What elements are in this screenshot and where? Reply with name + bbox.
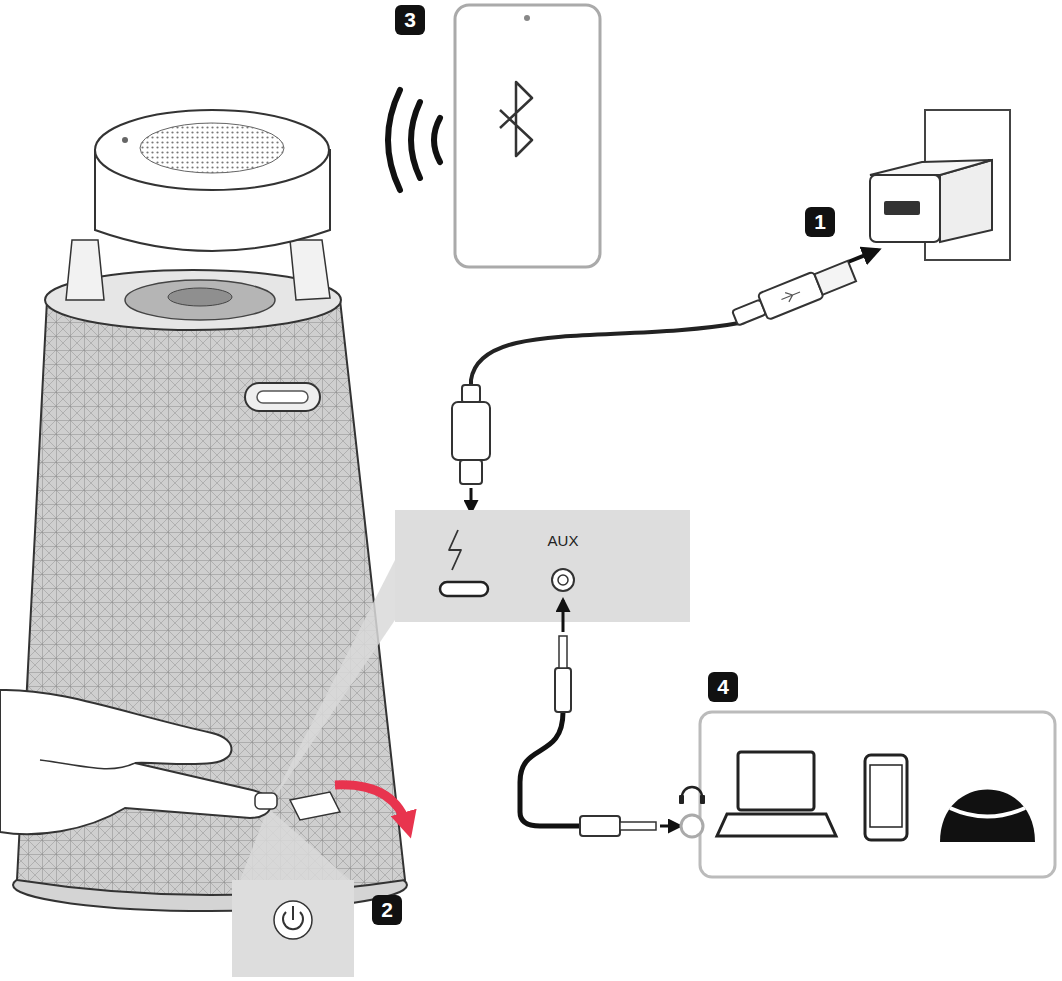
- speaker-handle: [245, 383, 320, 411]
- power-button: [255, 793, 277, 809]
- audio-plug: [555, 668, 571, 712]
- handle-slot: [257, 391, 308, 403]
- aux-jack-hole: [558, 575, 568, 585]
- wireless-wave: [388, 90, 400, 190]
- usb-socket: [884, 201, 920, 215]
- callout-number: 1: [805, 207, 835, 237]
- support-pillar: [66, 240, 104, 300]
- speaker-light-ring: [950, 808, 1025, 817]
- port-cover-flap: [290, 792, 340, 820]
- headphone-icon: [679, 795, 684, 804]
- phone-screen: [870, 765, 902, 827]
- audio-plug-tip: [559, 636, 567, 668]
- smartphone: [455, 5, 600, 267]
- phone-camera: [524, 15, 530, 21]
- plug-housing: [758, 272, 824, 320]
- plug-metal: [814, 261, 856, 295]
- smart-speaker-icon: [940, 790, 1035, 843]
- usb-c-tip: [460, 460, 482, 484]
- charger-front: [870, 175, 940, 242]
- port-panel: AUX: [395, 510, 690, 622]
- insert-arrow: [660, 825, 680, 828]
- usb-c-plug: [452, 402, 490, 460]
- strain-relief: [462, 385, 480, 403]
- wireless-wave: [411, 102, 420, 178]
- usb-logo: [780, 287, 802, 304]
- port-label: AUX: [540, 532, 586, 549]
- bluetooth-symbol: [500, 82, 532, 156]
- usb-cable: [471, 322, 745, 402]
- callout-badge: [395, 5, 425, 35]
- power-panel: [232, 880, 354, 977]
- usb-c-port: [440, 582, 488, 596]
- callout-badge: [805, 207, 835, 237]
- laptop-base: [717, 814, 836, 836]
- laptop-screen: [738, 752, 814, 810]
- headphone-icon: [682, 787, 702, 797]
- power-symbol: [292, 906, 294, 920]
- phone-icon: [865, 755, 907, 840]
- callout-badge: [708, 672, 738, 702]
- hand-crease: [40, 760, 135, 769]
- hand: [0, 690, 271, 834]
- audio-cable: [520, 712, 582, 826]
- charge-symbol: [449, 530, 461, 570]
- open-cover-arrow: [335, 785, 408, 828]
- callout-number: 3: [395, 5, 425, 35]
- insert-arrow: [470, 488, 473, 512]
- zoom-leader: [270, 560, 395, 805]
- insert-arrow: [848, 250, 878, 262]
- woofer-cap: [168, 288, 232, 306]
- woofer: [125, 280, 275, 320]
- aux-jack: [552, 569, 574, 591]
- callout-number: 2: [372, 895, 402, 925]
- callout-number: 4: [708, 672, 738, 702]
- speaker-top: [95, 110, 329, 190]
- audio-plug-tip: [620, 822, 656, 830]
- headphone-icon: [700, 795, 705, 804]
- insert-arrow: [562, 600, 565, 632]
- status-led: [122, 137, 128, 143]
- callout-badge: [372, 895, 402, 925]
- usb-a-plug: [730, 258, 857, 331]
- wireless-wave: [434, 118, 440, 162]
- speaker-grille: [140, 123, 284, 173]
- audio-plug: [580, 816, 620, 836]
- headphone-jack: [681, 815, 703, 837]
- support-pillar: [290, 240, 330, 300]
- power-icon-ring: [274, 901, 312, 939]
- charger-top: [870, 160, 992, 175]
- zoom-leader: [240, 808, 350, 880]
- device-group-box: [700, 712, 1055, 877]
